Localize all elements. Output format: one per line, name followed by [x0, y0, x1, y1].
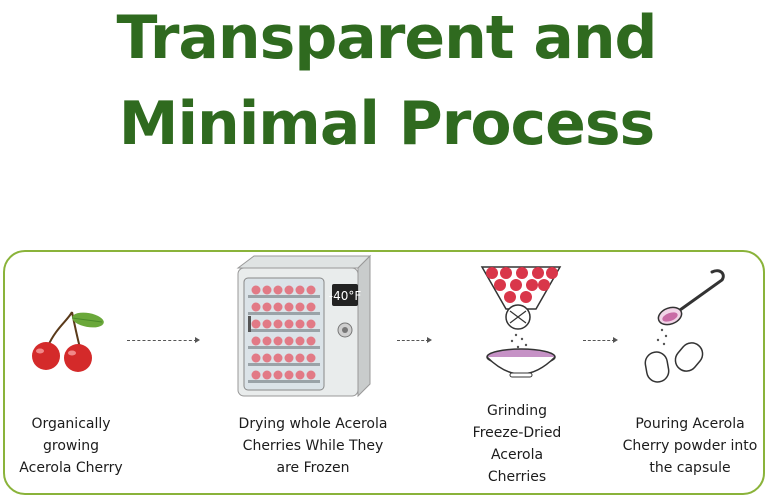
arrow-2: [397, 337, 432, 343]
step-3-label: Grinding Freeze-Dried Acerola Cherries: [472, 403, 562, 485]
arrow-3: [583, 337, 618, 343]
process-panel: [3, 250, 765, 495]
step-2-label: Drying whole Acerola Cherries While They…: [238, 416, 388, 476]
spoon-capsule-icon: [644, 269, 725, 383]
freezer-temp-readout: -40°F: [329, 289, 362, 303]
step-1-label: Organically growing Acerola Cherry: [19, 416, 123, 476]
freeze-dryer-icon: -40°F: [236, 254, 372, 398]
arrow-1: [127, 337, 200, 343]
acerola-cherry-icon: [32, 311, 104, 372]
page-title-line-1: Transparent and: [116, 3, 658, 73]
grinder-bowl-icon: [480, 266, 562, 378]
page-title-line-2: Minimal Process: [118, 89, 656, 159]
step-4-label: Pouring Acerola Cherry powder into the c…: [622, 416, 758, 476]
